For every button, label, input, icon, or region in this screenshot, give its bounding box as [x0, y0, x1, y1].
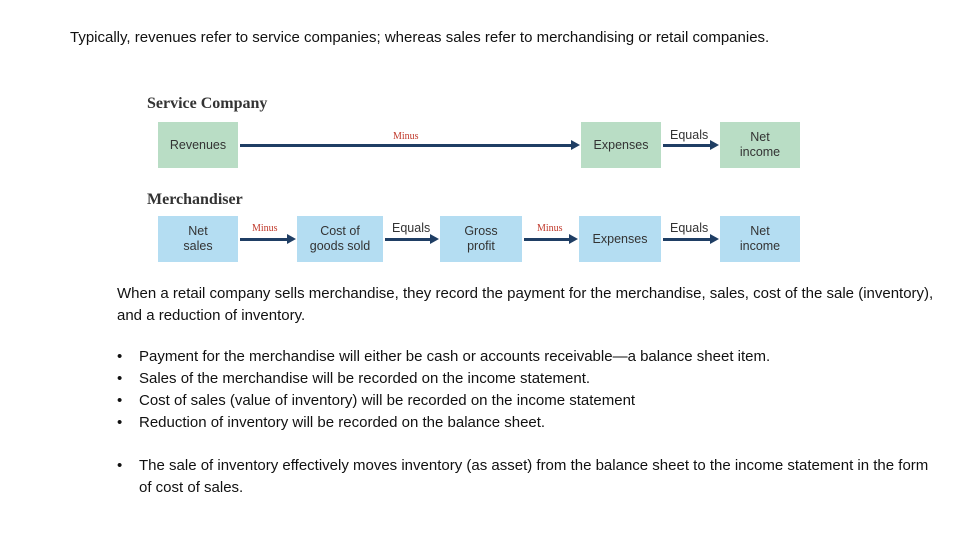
service-minus-arrow: [240, 140, 580, 150]
service-net-income-label: Net income: [739, 130, 781, 159]
merch-equals-arrow-2: [663, 234, 719, 244]
cogs-label: Cost of goods sold: [309, 224, 371, 253]
revenues-box: Revenues: [158, 122, 238, 168]
service-minus-label: Minus: [393, 131, 419, 142]
gross-profit-box: Gross profit: [440, 216, 522, 262]
gross-profit-label: Gross profit: [464, 224, 498, 253]
merch-equals-label-1: Equals: [392, 221, 431, 235]
merch-expenses-box: Expenses: [579, 216, 661, 262]
merch-minus-label-2: Minus: [537, 223, 563, 234]
list-item: Sales of the merchandise will be recorde…: [117, 368, 937, 390]
list-item: Reduction of inventory will be recorded …: [117, 412, 937, 434]
merch-minus-arrow-2: [524, 234, 578, 244]
merchandiser-title: Merchandiser: [147, 191, 243, 208]
net-sales-box: Net sales: [158, 216, 238, 262]
retail-sale-paragraph: When a retail company sells merchandise,…: [117, 285, 934, 324]
net-sales-label: Net sales: [183, 224, 213, 253]
service-company-title: Service Company: [147, 95, 268, 112]
merch-net-income-box: Net income: [720, 216, 800, 262]
recording-bullet-list: Payment for the merchandise will either …: [117, 346, 937, 434]
merch-expenses-label: Expenses: [592, 231, 648, 246]
cogs-box: Cost of goods sold: [297, 216, 383, 262]
service-equals-label: Equals: [670, 128, 709, 142]
service-expenses-box: Expenses: [581, 122, 661, 168]
summary-bullet-list: The sale of inventory effectively moves …: [117, 455, 937, 499]
merch-minus-arrow-1: [240, 234, 296, 244]
merch-equals-arrow-1: [385, 234, 439, 244]
list-item: Cost of sales (value of inventory) will …: [117, 390, 937, 412]
intro-text: Typically, revenues refer to service com…: [70, 29, 770, 46]
service-expenses-label: Expenses: [593, 137, 649, 152]
revenues-label: Revenues: [169, 137, 227, 152]
merch-net-income-label: Net income: [739, 224, 781, 253]
list-item: The sale of inventory effectively moves …: [117, 455, 937, 499]
list-item: Payment for the merchandise will either …: [117, 346, 937, 368]
merch-minus-label-1: Minus: [252, 223, 278, 234]
merch-equals-label-2: Equals: [670, 221, 709, 235]
service-equals-arrow: [663, 140, 719, 150]
service-net-income-box: Net income: [720, 122, 800, 168]
